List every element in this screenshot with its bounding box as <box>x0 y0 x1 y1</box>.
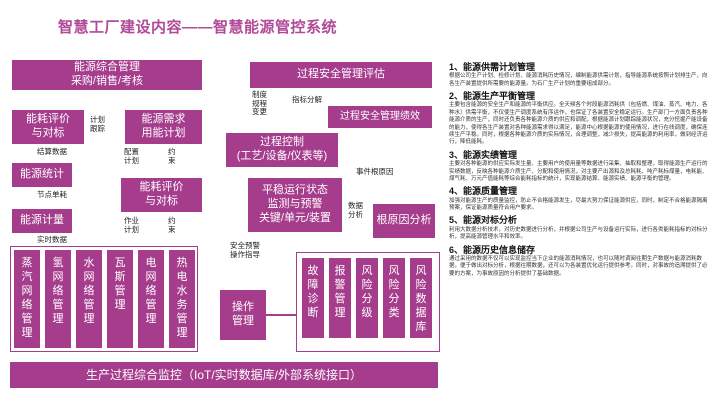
risk-box-label: 报警管理 <box>334 265 346 320</box>
operation-management-box: 操作 管理 <box>220 290 266 340</box>
connector-line <box>266 314 296 316</box>
constraint-label-2: 约 束 <box>168 216 176 234</box>
network-box-label: 氢网络管理 <box>52 257 64 326</box>
section-title: 6、能源历史信息储存 <box>449 244 536 255</box>
risk-box: 报警管理 <box>329 258 351 338</box>
node-unit-label: 节点单耗 <box>37 190 67 199</box>
section-body: 主要包含能源的安全生产和能源的平衡供应。全天候各个时段能源消耗供（包括燃、煤油、… <box>449 102 708 146</box>
network-box-label: 瓦斯管理 <box>114 257 126 312</box>
section-body: 利用大数据分析技术，对历史数据进行分析，并根据公司生产与设备运行实际，进行各类能… <box>449 226 708 241</box>
safety-alert-label: 安全预警 操作指导 <box>230 241 260 259</box>
section-body: 主要对各种能源的供应实际发生量、主要用户的使用量等数据进行采集、抽取和整理，取得… <box>449 161 708 182</box>
process-safety-performance-box: 过程安全管理绩效 <box>328 106 432 128</box>
network-box-label: 电网络管理 <box>145 257 157 326</box>
section-title: 4、能源质量管理 <box>449 186 518 197</box>
settle-data-label: 结算数据 <box>37 147 67 156</box>
risk-box-label: 风险分级 <box>361 265 373 320</box>
energy-evaluation-box: 能耗评价 与对标 <box>12 110 84 144</box>
section-title: 1、能源供需计划管理 <box>449 62 536 72</box>
section-title: 5、能源对标分析 <box>449 215 518 226</box>
constraint-label-1: 约 束 <box>168 147 176 165</box>
page-title: 智慧工厂建设内容——智慧能源管控系统 <box>58 19 338 36</box>
energy-compare-box: 能耗评价 与对标 <box>121 178 202 212</box>
section-item: 5、能源对标分析利用大数据分析技术，对历史数据进行分析，并根据公司生产与设备运行… <box>449 215 711 241</box>
risk-box: 风险分类 <box>383 258 405 338</box>
network-management-frame <box>10 246 198 352</box>
description-panel: 1、能源供需计划管理根据公司生产计划、检修计划、能源消耗历史情况，编制能源供需计… <box>449 62 711 281</box>
energy-demand-box: 能源需求 用能计划 <box>125 110 202 144</box>
section-item: 4、能源质量管理加强对能源生产的质量监控，防止不合格能源发生，尽最大努力保证能源… <box>449 186 711 212</box>
section-item: 1、能源供需计划管理根据公司生产计划、检修计划、能源消耗历史情况，编制能源供需计… <box>449 62 711 88</box>
risk-box-label: 风险分类 <box>388 265 400 320</box>
dispatch-plan-label: 配置 计划 <box>124 147 139 165</box>
section-body: 根据公司生产计划、检修计划、能源消耗历史情况，编制能源供需计划，指导能源系统按照… <box>449 73 708 87</box>
stable-operation-box: 平稳运行状态 监测与预警 关键/单元/装置 <box>248 178 342 232</box>
regulation-label: 制度 规程 变更 <box>252 90 267 117</box>
section-item: 3、能源实绩管理主要对各种能源的供应实际发生量、主要用户的使用量等数据进行采集、… <box>449 150 711 184</box>
section-title: 3、能源实绩管理 <box>449 149 518 160</box>
network-box: 氢网络管理 <box>45 250 71 348</box>
risk-box: 故障诊断 <box>302 258 324 338</box>
section-item: 2、能源生产平衡管理主要包含能源的安全生产和能源的平衡供应。全天候各个时段能源消… <box>449 91 711 147</box>
energy-metering-box: 能源计量 <box>12 209 72 233</box>
network-box: 电网络管理 <box>138 250 164 348</box>
energy-management-box: 能源综合管理 采购/销售/考核 <box>12 60 202 90</box>
risk-box: 风险分级 <box>356 258 378 338</box>
plan-follow-label: 计划 跟踪 <box>90 115 105 133</box>
network-box: 蒸汽网络管理 <box>14 250 40 348</box>
data-analysis-label: 数据 分析 <box>348 201 363 219</box>
network-box-label: 蒸汽网络管理 <box>21 257 33 340</box>
section-title: 2、能源生产平衡管理 <box>449 91 536 102</box>
network-box: 水网络管理 <box>76 250 102 348</box>
process-monitoring-bar: 生产过程综合监控（IoT/实时数据库/外部系统接口） <box>10 362 438 388</box>
risk-box: 风险数据库 <box>410 258 432 338</box>
work-plan-label: 作业 计划 <box>124 216 139 234</box>
network-box: 瓦斯管理 <box>107 250 133 348</box>
section-body: 通过采用的数据不仅可以实现监控当下企业的能源消耗情况，也可以随时调阅往期生产数据… <box>449 255 708 277</box>
risk-box-label: 风险数据库 <box>415 265 427 334</box>
network-box-label: 水网络管理 <box>83 257 95 326</box>
energy-statistics-box: 能源统计 <box>12 163 72 187</box>
root-cause-box: 根原因分析 <box>373 204 435 238</box>
process-safety-box: 过程安全管理评估 <box>250 62 432 88</box>
section-item: 6、能源历史信息储存通过采用的数据不仅可以实现监控当下企业的能源消耗情况，也可以… <box>449 245 711 279</box>
network-box: 热电水务管理 <box>169 250 195 348</box>
section-body: 加强对能源生产的质量监控，防止不合格能源发生，尽最大努力保证能源供应，同时，制定… <box>449 197 708 212</box>
indicator-breakdown-label: 指标分解 <box>292 95 322 104</box>
realtime-data-label: 实时数据 <box>37 235 67 244</box>
risk-box-label: 故障诊断 <box>307 265 319 320</box>
process-control-box: 过程控制 (工艺/设备/仪表等) <box>226 133 338 167</box>
event-root-label: 事件根原因 <box>356 167 394 176</box>
network-box-label: 热电水务管理 <box>176 257 188 340</box>
